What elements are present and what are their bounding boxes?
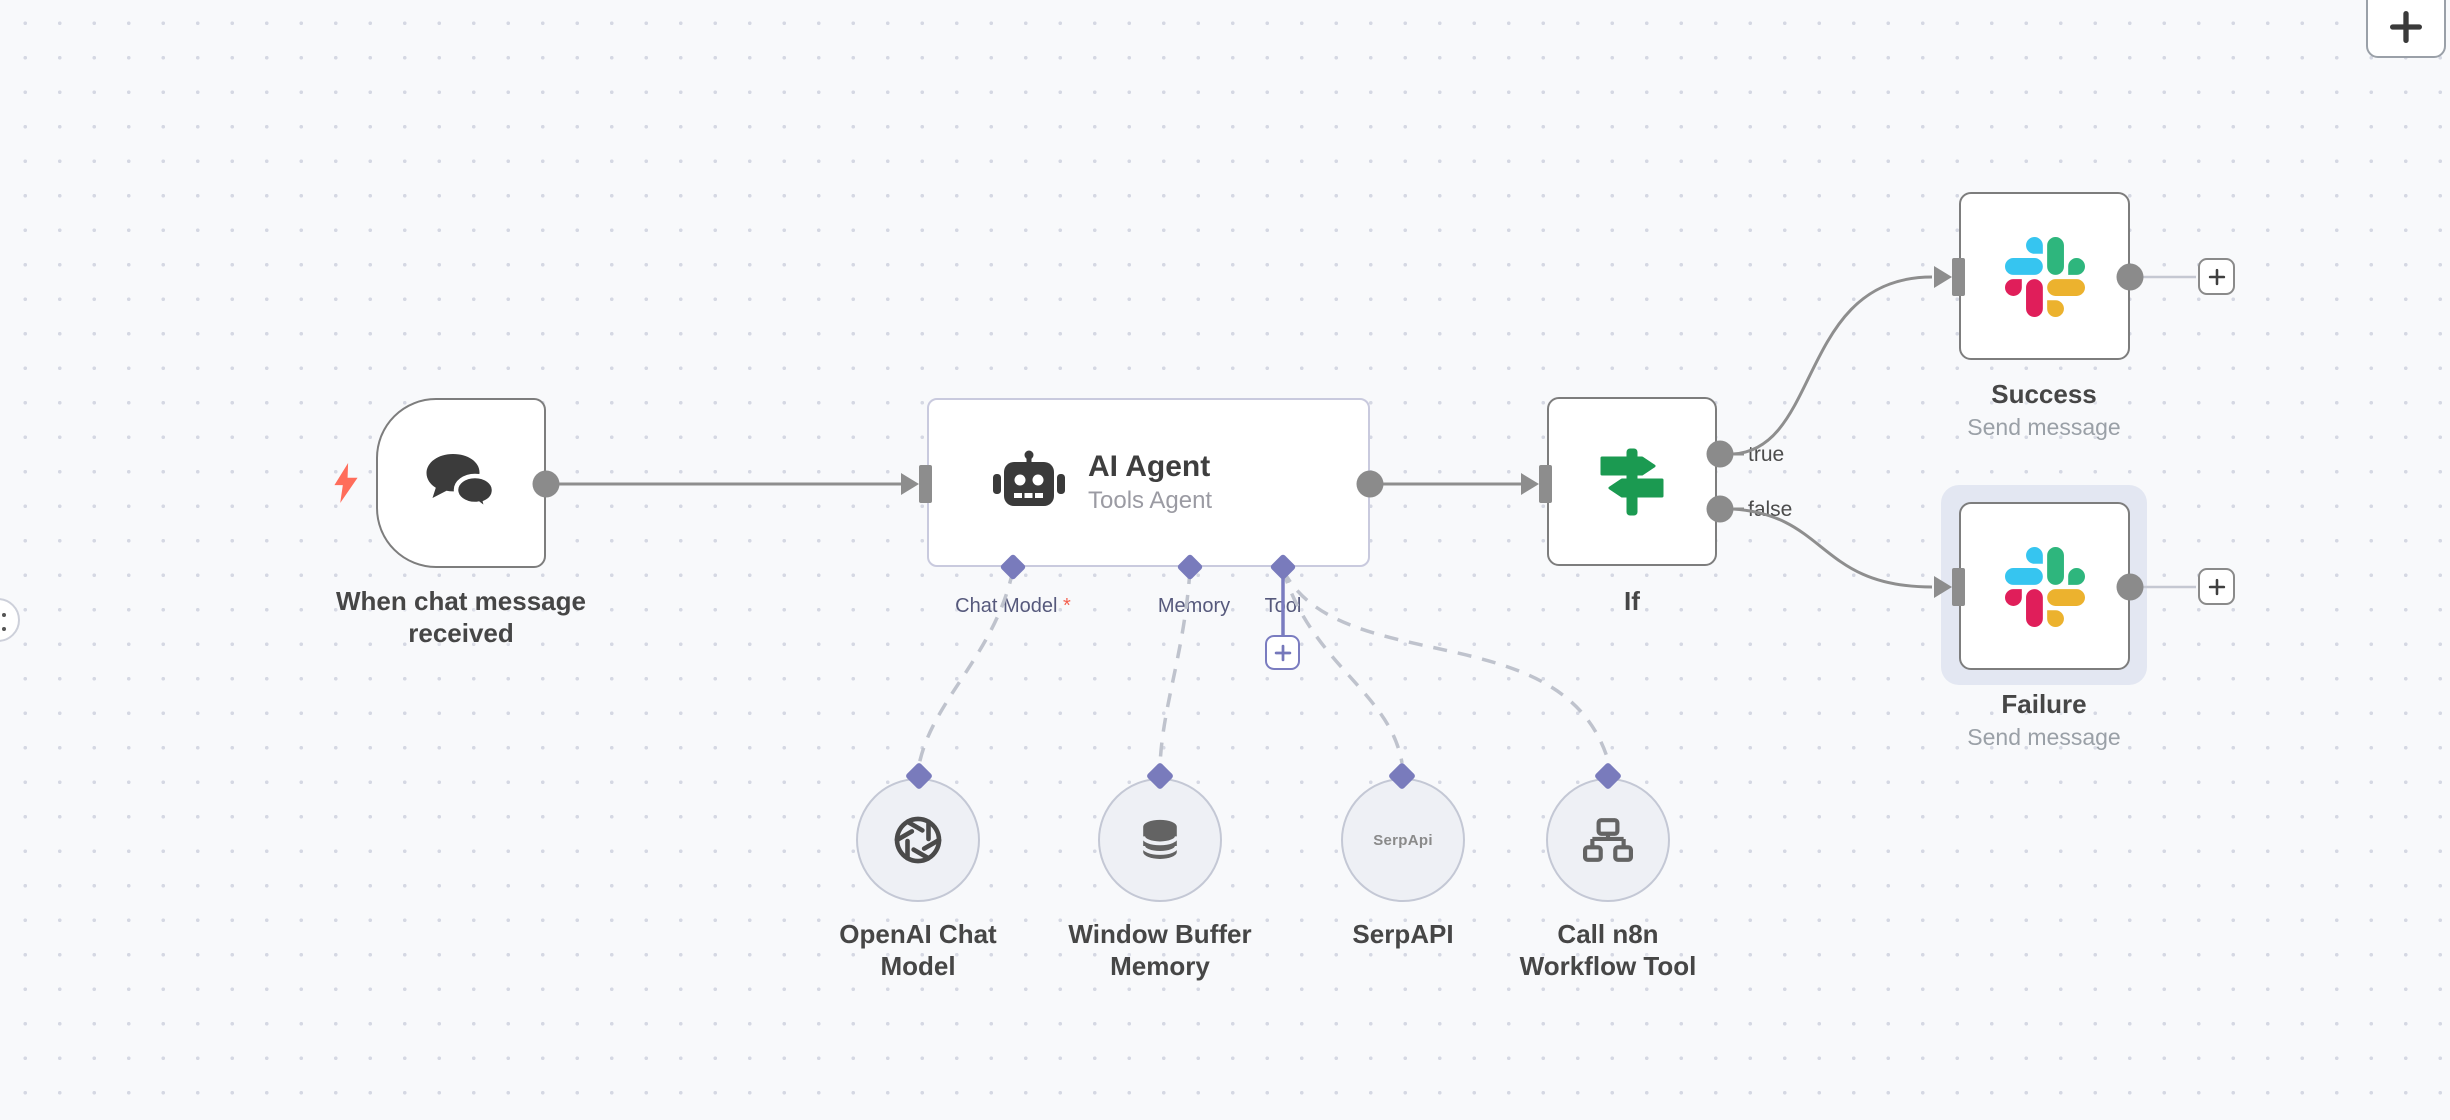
arrowhead-if-input [1521, 473, 1539, 495]
output-label-false: false [1748, 498, 1793, 521]
connector-label-chat-model: Chat Model * [955, 595, 1071, 617]
database-icon [1141, 819, 1179, 859]
left-edge-button[interactable] [0, 598, 20, 642]
lightning-bolt-icon [334, 463, 358, 503]
signpost-icon [1599, 447, 1665, 517]
node-label-serpapi: SerpAPI [1352, 919, 1454, 949]
plus-icon [2390, 11, 2422, 43]
serpapi-wordmark-icon: SerpApi [1373, 831, 1433, 849]
node-label-call-n8n-workflow-tool: Call n8n Workflow Tool [1519, 919, 1697, 981]
openai-knot-icon [894, 816, 942, 864]
node-label-failure: Failure [2001, 689, 2087, 719]
connector-label-tool: Tool [1264, 595, 1302, 617]
plus-icon [2208, 578, 2225, 595]
add-node-after-success-button[interactable] [2198, 258, 2235, 295]
node-subtitle-ai-agent: Tools Agent [1088, 487, 1213, 514]
output-label-true: true [1748, 443, 1785, 466]
node-sublabel-success: Send message [1967, 414, 2121, 440]
node-openai-chat-model[interactable] [856, 778, 980, 902]
node-call-n8n-workflow-tool[interactable] [1546, 778, 1670, 902]
required-asterisk: * [1063, 595, 1071, 617]
dot-icon [2, 613, 6, 617]
node-window-buffer-memory[interactable] [1098, 778, 1222, 902]
add-node-after-failure-button[interactable] [2198, 568, 2235, 605]
chat-bubbles-icon [423, 452, 497, 516]
node-label-window-buffer-memory: Window Buffer Memory [1068, 919, 1252, 981]
arrowhead-success-input [1934, 266, 1952, 288]
add-tool-button[interactable] [1265, 635, 1300, 670]
add-node-button[interactable] [2366, 0, 2446, 58]
node-success[interactable] [1959, 192, 2130, 360]
slack-logo-icon [2005, 547, 2085, 627]
sitemap-icon [1583, 818, 1633, 862]
node-title-ai-agent: AI Agent [1088, 450, 1211, 483]
robot-icon [993, 450, 1065, 514]
dot-icon [2, 627, 6, 631]
node-label-if: If [1624, 586, 1640, 616]
node-label-openai-chat-model: OpenAI Chat Model [839, 919, 997, 981]
plus-icon [2208, 268, 2225, 285]
slack-logo-icon [2005, 237, 2085, 317]
node-sublabel-failure: Send message [1967, 724, 2121, 750]
node-serpapi[interactable]: SerpApi [1341, 778, 1465, 902]
plus-icon [1274, 644, 1291, 661]
output-label-ticks [1734, 452, 1744, 511]
node-label-success: Success [1991, 379, 2097, 409]
node-label-trigger: When chat message received [336, 586, 586, 648]
arrowhead-agent-input [901, 473, 919, 495]
